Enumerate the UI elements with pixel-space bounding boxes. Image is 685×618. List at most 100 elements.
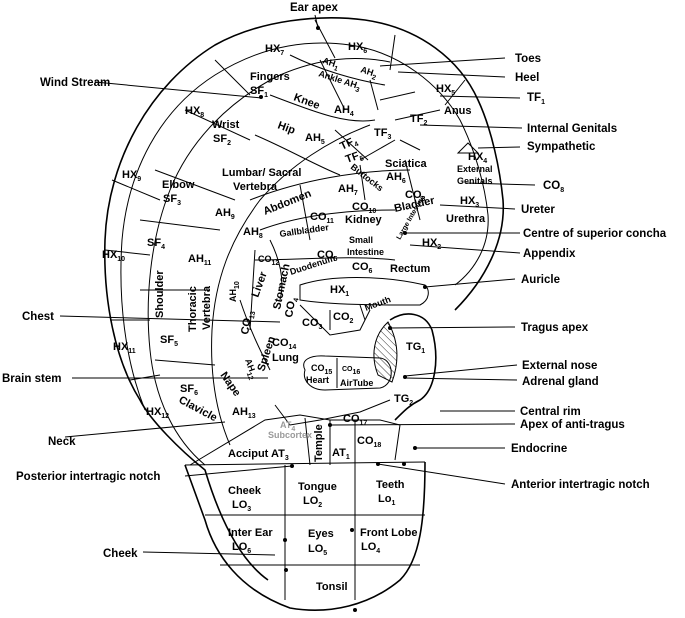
label-lung: Lung (272, 352, 299, 364)
label-hx7: HX7 (265, 43, 284, 57)
label-sf2: SF2 (213, 133, 231, 147)
label-external: External (457, 164, 493, 174)
label-posterior-intertragic-notch: Posterior intertragic notch (16, 471, 160, 483)
label-co18: CO18 (357, 435, 381, 449)
label-liver: Liver (250, 270, 271, 299)
label-tongue: Tongue (298, 481, 337, 493)
label-temple: Temple (313, 424, 325, 462)
label-tg1: TG1 (406, 341, 425, 355)
label-hx10: HX10 (102, 249, 125, 263)
label-ah13: AH13 (232, 406, 256, 420)
label-airtube: AirTube (340, 378, 373, 388)
region-dividers (104, 19, 466, 600)
label-cheek-lobe: Cheek (228, 485, 262, 497)
label-co5: CO5 (317, 249, 338, 263)
label-auricle: Auricle (521, 274, 560, 286)
label-buttocks: Buttocks (349, 162, 386, 194)
label-thoracic: Thoracic (187, 286, 199, 332)
label-ear-apex: Ear apex (290, 2, 339, 14)
label-shoulder: Shoulder (154, 270, 166, 318)
label-gallbladder: Gallbladder (279, 222, 330, 239)
label-central-rim: Central rim (520, 406, 581, 418)
label-lo4: LO4 (361, 541, 380, 555)
label-appendix: Appendix (523, 248, 576, 260)
label-acciput-at3: Acciput AT3 (228, 448, 289, 462)
label-adrenal-gland: Adrenal gland (522, 376, 599, 388)
label-co4: CO4 (283, 296, 300, 319)
label-lo6: LO6 (232, 541, 251, 555)
label-ah7: AH7 (338, 183, 358, 197)
label-duodenum: Duodenum (289, 253, 337, 277)
label-urethra: Urethra (446, 213, 486, 225)
antitragus-labels: AT4 Subcortex Acciput AT3 Temple AT1 (228, 420, 350, 462)
label-genitals: Genitals (457, 176, 493, 186)
lobe-labels: Cheek LO3 Tongue LO2 Teeth Lo1 Inter Ear… (228, 479, 417, 593)
label-co16: CO16 (342, 366, 360, 376)
label-endocrine: Endocrine (511, 443, 567, 455)
label-fingers: Fingers (250, 71, 290, 83)
label-co10: CO10 (352, 201, 376, 215)
label-co13: CO13 (239, 309, 257, 335)
label-inter-ear: Inter Ear (228, 527, 273, 539)
label-hx4: HX4 (468, 151, 487, 165)
scapha-labels: Fingers SF1 Wrist SF2 Elbow SF3 SF4 Shou… (147, 71, 290, 424)
label-heart: Heart (306, 375, 329, 385)
label-hx8: HX8 (185, 105, 204, 119)
label-lo2: LO2 (303, 495, 322, 509)
label-tf3: TF3 (374, 127, 391, 141)
leader-lines (59, 14, 536, 556)
label-tf2: TF2 (410, 113, 427, 127)
label-ah1: AH1 (320, 55, 340, 73)
label-elbow: Elbow (162, 179, 195, 191)
triangular-fossa-labels: TF2 Anus TF3 TF4 TF5 (338, 105, 472, 168)
ear-outline (103, 17, 505, 611)
label-sympathetic: Sympathetic (527, 141, 596, 153)
label-co11: CO11 (310, 211, 334, 225)
label-nape: Nape (218, 370, 243, 399)
label-vertebra-1: Vertebra (233, 181, 278, 193)
label-clavicle: Clavicle (177, 394, 219, 424)
label-wind-stream: Wind Stream (40, 77, 110, 89)
label-co17: CO17 (343, 413, 367, 427)
label-rectum: Rectum (390, 263, 431, 275)
label-ah11: AH11 (188, 253, 211, 267)
label-co14: CO14 (272, 337, 296, 351)
label-cheek: Cheek (103, 548, 138, 560)
label-tragus-apex: Tragus apex (521, 322, 589, 334)
label-co15: CO15 (311, 363, 332, 376)
helix-labels: HX7 HX6 HX5 HX8 HX9 HX10 HX11 HX12 HX4 H… (102, 41, 487, 420)
label-ah4: AH4 (334, 104, 354, 118)
label-tonsil: Tonsil (316, 581, 348, 593)
label-heel: Heel (515, 72, 539, 84)
label-hx6: HX6 (348, 41, 367, 55)
label-ah6: AH6 (386, 171, 406, 185)
label-co6: CO6 (352, 261, 373, 275)
label-hx1: HX1 (330, 284, 349, 298)
label-hip: Hip (276, 120, 297, 137)
label-hx3: HX3 (460, 195, 479, 209)
label-ankle-ah3: Ankle AH3 (316, 68, 362, 94)
label-co3: CO3 (405, 189, 426, 203)
label-lo3: LO3 (232, 499, 251, 513)
label-lo5: LO5 (308, 543, 327, 557)
label-ah10: AH10 (228, 281, 241, 302)
label-kidney: Kidney (345, 214, 383, 226)
label-lumbar: Lumbar/ Sacral (222, 167, 301, 179)
label-centre-superior-concha: Centre of superior concha (523, 228, 667, 240)
point-dots (259, 26, 427, 612)
external-labels: Ear apex Toes Heel TF1 Internal Genitals… (2, 2, 667, 560)
label-hx2: HX2 (422, 237, 441, 251)
label-tf5: TF5 (344, 149, 365, 168)
label-sf6: SF6 (180, 383, 198, 397)
label-at4: AT4 (280, 420, 295, 433)
label-wrist: Wrist (212, 119, 240, 131)
label-lo1: Lo1 (378, 493, 395, 507)
label-at1: AT1 (332, 447, 350, 461)
label-hx12: HX12 (146, 406, 169, 420)
label-anus: Anus (444, 105, 472, 117)
label-brain-stem: Brain stem (2, 373, 61, 385)
label-sf3: SF3 (163, 193, 181, 207)
label-teeth: Teeth (376, 479, 405, 491)
label-tf1: TF1 (527, 92, 545, 106)
